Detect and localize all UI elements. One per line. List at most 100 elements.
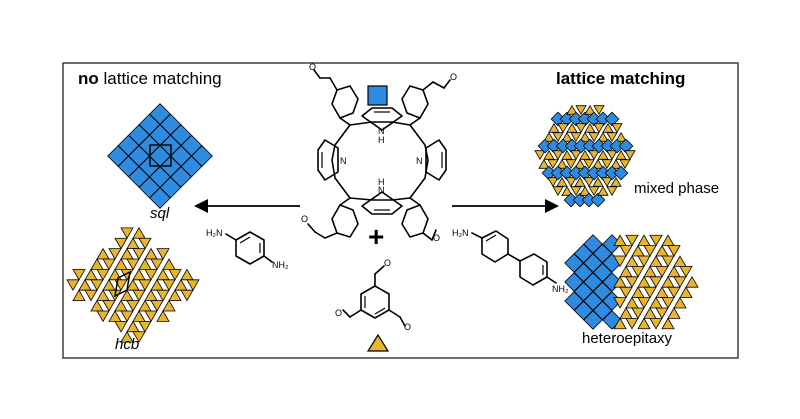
amine-left-label: H₂N xyxy=(206,228,223,238)
left-header-rest: lattice matching xyxy=(99,69,222,88)
hcb-triangle-tile xyxy=(90,279,104,291)
hetero-triangle-tile xyxy=(625,317,639,330)
oxygen-tfb-right: O xyxy=(404,322,411,332)
hetero-square-tile xyxy=(583,234,603,254)
hetero-triangle-tile xyxy=(643,245,657,257)
porphyrin-tetraaldehyde-structure: N H H N N N O O O O xyxy=(301,62,457,243)
hcb-triangle-tile xyxy=(162,279,176,291)
hcb-triangle-tile xyxy=(156,310,170,322)
hcb-triangle-tile xyxy=(84,289,98,302)
heteroepitaxy-lattice xyxy=(564,234,699,330)
hetero-square-tile xyxy=(602,272,622,292)
left-header: no lattice matching xyxy=(78,69,222,88)
mixed-triangle-tile xyxy=(556,158,568,169)
hetero-triangle-tile xyxy=(613,297,627,309)
hcb-triangle-tile xyxy=(162,299,176,312)
phenylenediamine-structure: H₂N NH₂ xyxy=(206,228,289,270)
hetero-triangle-tile xyxy=(679,286,693,298)
hetero-triangle-tile xyxy=(619,265,633,278)
mixed-triangle-tile xyxy=(619,159,631,170)
hetero-triangle-tile xyxy=(673,296,687,309)
nh-bottom-h: H xyxy=(378,177,385,187)
hetero-triangle-tile xyxy=(661,255,675,268)
hetero-triangle-tile xyxy=(637,297,651,309)
hetero-square-tile xyxy=(564,291,584,311)
hcb-triangle-tile xyxy=(144,247,158,260)
mixed-triangle-tile xyxy=(575,123,587,134)
arrow-right-icon xyxy=(452,199,559,213)
hetero-square-tile xyxy=(602,310,622,330)
hcb-triangle-tile xyxy=(126,258,140,271)
hetero-triangle-tile xyxy=(685,276,699,288)
hetero-triangle-tile xyxy=(631,266,645,278)
mixed-phase-label: mixed phase xyxy=(634,180,719,197)
hetero-triangle-tile xyxy=(631,307,645,320)
hetero-square-tile xyxy=(573,281,594,302)
hetero-triangle-tile xyxy=(619,286,633,299)
hcb-triangle-tile xyxy=(156,268,170,281)
amine-right-label: NH₂ xyxy=(272,260,289,270)
hetero-triangle-tile xyxy=(631,244,645,257)
hcb-triangle-tile xyxy=(114,320,128,333)
mixed-triangle-tile xyxy=(566,104,578,115)
hcb-unit-cell xyxy=(114,270,131,298)
hetero-triangle-tile xyxy=(619,307,633,319)
hcb-triangle-tile xyxy=(120,227,134,240)
hetero-triangle-tile xyxy=(619,245,633,257)
right-header: lattice matching xyxy=(556,69,685,88)
hcb-triangle-tile xyxy=(150,258,164,271)
mixed-triangle-tile xyxy=(579,131,591,142)
mixed-triangle-tile xyxy=(561,131,573,142)
hetero-triangle-tile xyxy=(631,286,645,298)
hcb-triangle-tile xyxy=(162,258,176,270)
hetero-triangle-tile xyxy=(625,255,639,267)
hetero-square-tile xyxy=(564,272,584,292)
hcb-triangle-tile xyxy=(72,269,86,281)
hcb-triangle-tile xyxy=(168,289,182,301)
hcb-triangle-tile xyxy=(96,269,110,281)
mixed-triangle-tile xyxy=(583,177,595,188)
mixed-triangle-tile xyxy=(588,186,600,197)
mixed-triangle-tile xyxy=(610,158,622,169)
nh-top-n: N xyxy=(378,126,385,136)
hcb-triangle-tile xyxy=(114,258,128,270)
oxygen-tfb-left: O xyxy=(335,308,342,318)
hetero-triangle-tile xyxy=(655,286,669,298)
hcb-triangle-tile xyxy=(90,258,104,270)
hetero-square-tile xyxy=(592,281,613,302)
hetero-triangle-tile xyxy=(625,234,639,247)
hcb-triangle-tile xyxy=(84,268,98,281)
hcb-triangle-tile xyxy=(156,248,170,260)
benzidine-amine-left: H₂N xyxy=(452,228,469,238)
hetero-triangle-tile xyxy=(661,276,675,288)
hetero-triangle-tile xyxy=(649,234,663,247)
gold-triangle-icon xyxy=(366,333,390,352)
hcb-triangle-tile xyxy=(108,248,122,260)
plus-sign: + xyxy=(368,221,384,252)
hcb-triangle-tile xyxy=(132,248,146,260)
mixed-triangle-tile xyxy=(593,123,605,134)
hetero-triangle-tile xyxy=(625,276,639,288)
hetero-square-tile xyxy=(592,300,613,321)
mixed-triangle-tile xyxy=(552,186,564,197)
hcb-triangle-tile xyxy=(132,331,146,343)
benzidine-structure: H₂N NH₂ xyxy=(452,228,569,294)
hcb-triangle-tile xyxy=(90,299,104,312)
hcb-lattice xyxy=(66,227,200,343)
hetero-square-tile xyxy=(583,272,603,292)
hetero-triangle-tile xyxy=(613,317,627,330)
hcb-triangle-tile xyxy=(144,269,158,281)
hetero-square-tile xyxy=(573,243,594,264)
hetero-triangle-tile xyxy=(655,244,669,257)
hcb-triangle-tile xyxy=(138,237,152,250)
mixed-triangle-tile xyxy=(588,132,600,143)
hcb-triangle-tile xyxy=(108,310,122,322)
hetero-triangle-tile xyxy=(661,234,675,247)
oxygen-top-right: O xyxy=(450,72,457,82)
pyridinic-n-left: N xyxy=(340,156,347,166)
hcb-triangle-tile xyxy=(174,279,188,291)
arrow-left-icon xyxy=(194,199,300,213)
mixed-triangle-tile xyxy=(534,150,546,161)
hcb-triangle-tile xyxy=(120,310,134,323)
hetero-triangle-tile xyxy=(637,255,651,268)
